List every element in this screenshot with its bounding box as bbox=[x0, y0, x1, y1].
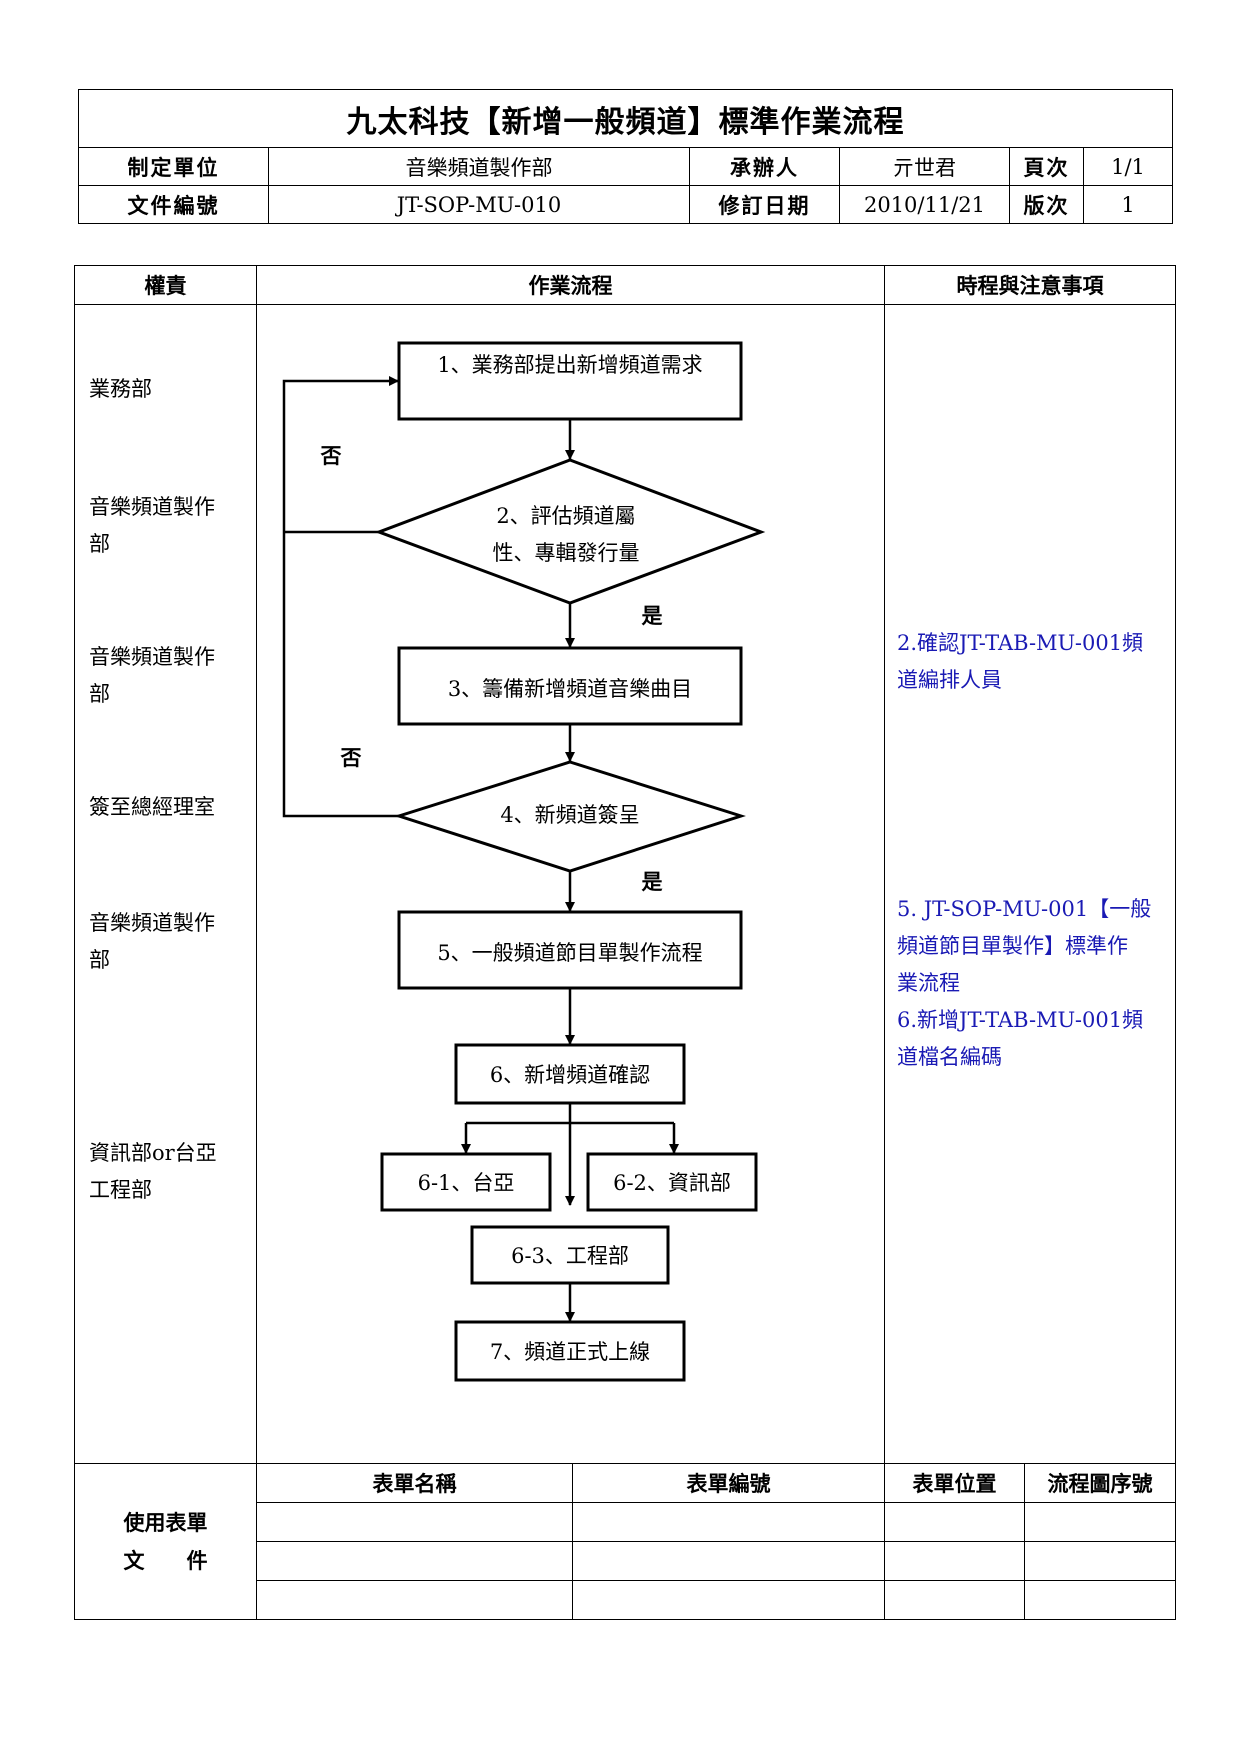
responsibility-6-line2: 工程部 bbox=[89, 1178, 152, 1202]
owner-label: 承辦人 bbox=[689, 147, 840, 186]
note-5-line1: 5. JT-SOP-MU-001【一般 bbox=[897, 897, 1152, 921]
form-cell bbox=[1024, 1580, 1176, 1620]
form-number-header: 表單編號 bbox=[572, 1463, 885, 1503]
form-name-header: 表單名稱 bbox=[256, 1463, 573, 1503]
rev-date-label: 修訂日期 bbox=[689, 185, 840, 224]
step7-box bbox=[454, 1320, 686, 1382]
form-flow-no-header: 流程圖序號 bbox=[1024, 1463, 1176, 1503]
note-2-line1: 2.確認JT-TAB-MU-001頻 bbox=[897, 631, 1144, 655]
step6-1-label: 6-1、台亞 bbox=[418, 1171, 515, 1195]
form-cell bbox=[572, 1580, 885, 1620]
form-cell bbox=[256, 1502, 573, 1542]
note-6: 6.新增JT-TAB-MU-001頻 道檔名編碼 bbox=[897, 1002, 1167, 1076]
forms-label-line1: 使用表單 bbox=[123, 1509, 208, 1535]
note-2: 2.確認JT-TAB-MU-001頻 道編排人員 bbox=[897, 625, 1167, 699]
step6-2-label: 6-2、資訊部 bbox=[613, 1171, 731, 1195]
page-label: 頁次 bbox=[1009, 147, 1084, 186]
responsibility-2-line2: 部 bbox=[89, 532, 110, 556]
step7-label: 7、頻道正式上線 bbox=[490, 1340, 650, 1364]
step1-box bbox=[397, 341, 743, 421]
no-label-2: 否 bbox=[341, 745, 362, 770]
responsibility-3-line2: 部 bbox=[89, 682, 110, 706]
responsibility-header: 權責 bbox=[74, 265, 257, 305]
form-cell bbox=[572, 1502, 885, 1542]
form-location-header: 表單位置 bbox=[884, 1463, 1025, 1503]
doc-no-label: 文件編號 bbox=[78, 185, 269, 224]
yes-label-2: 是 bbox=[642, 869, 663, 894]
form-cell bbox=[884, 1541, 1025, 1581]
page-value: 1/1 bbox=[1082, 147, 1174, 186]
step6-1-box bbox=[380, 1152, 552, 1212]
forms-label: 使用表單 文 件 bbox=[74, 1463, 257, 1620]
notes-header: 時程與注意事項 bbox=[884, 265, 1176, 305]
note-2-line2: 道編排人員 bbox=[897, 668, 1002, 692]
doc-no-value: JT-SOP-MU-010 bbox=[268, 185, 690, 224]
responsibility-4: 簽至總經理室 bbox=[89, 789, 215, 826]
responsibility-6-line1: 資訊部or台亞 bbox=[89, 1141, 217, 1165]
step2-diamond bbox=[374, 458, 766, 605]
step5-label: 5、一般頻道節目單製作流程 bbox=[437, 941, 702, 965]
responsibility-2: 音樂頻道製作 部 bbox=[89, 489, 215, 563]
form-cell bbox=[256, 1541, 573, 1581]
step1-label: 1、業務部提出新增頻道需求 bbox=[437, 353, 702, 377]
form-row bbox=[75, 1541, 1176, 1581]
responsibility-1: 業務部 bbox=[89, 371, 152, 408]
form-cell bbox=[884, 1580, 1025, 1620]
form-row bbox=[75, 1580, 1176, 1620]
responsibility-5: 音樂頻道製作 部 bbox=[89, 905, 215, 979]
note-5-line2: 頻道節目單製作】標準作 bbox=[897, 934, 1128, 958]
form-cell bbox=[572, 1541, 885, 1581]
dept-value: 音樂頻道製作部 bbox=[268, 147, 690, 186]
version-value: 1 bbox=[1082, 185, 1174, 224]
form-cell bbox=[1024, 1541, 1176, 1581]
responsibility-4-line: 簽至總經理室 bbox=[89, 795, 215, 819]
step2-label-line1: 2、評估頻道屬 bbox=[496, 504, 635, 528]
responsibility-3-line1: 音樂頻道製作 bbox=[89, 645, 215, 669]
step6-3-box bbox=[470, 1225, 670, 1285]
document-header: 九太科技【新增一般頻道】標準作業流程 制定單位 音樂頻道製作部 承辦人 亓世君 … bbox=[77, 89, 1174, 224]
responsibility-column: 業務部 音樂頻道製作 部 音樂頻道製作 部 簽至總經理室 音樂頻道製作 部 資訊… bbox=[74, 304, 257, 1464]
step2-label-line2: 性、專輯發行量 bbox=[493, 541, 640, 565]
form-cell bbox=[884, 1502, 1025, 1542]
step6-3-label: 6-3、工程部 bbox=[511, 1244, 629, 1268]
note-5-line3: 業流程 bbox=[897, 971, 960, 995]
step3-box bbox=[397, 646, 743, 726]
feedback-loop-4 bbox=[282, 376, 399, 818]
step3-label: 3、籌備新增頻道音樂曲目 bbox=[448, 677, 692, 701]
responsibility-6: 資訊部or台亞 工程部 bbox=[89, 1135, 217, 1209]
dept-label: 制定單位 bbox=[78, 147, 269, 186]
note-6-line1: 6.新增JT-TAB-MU-001頻 bbox=[897, 1008, 1144, 1032]
step5-box bbox=[397, 910, 743, 990]
rev-date-value: 2010/11/21 bbox=[839, 185, 1010, 224]
step6-label: 6、新增頻道確認 bbox=[490, 1063, 650, 1087]
responsibility-5-line1: 音樂頻道製作 bbox=[89, 911, 215, 935]
form-row bbox=[75, 1502, 1176, 1542]
yes-label-1: 是 bbox=[642, 603, 663, 628]
flowchart: 1、業務部提出新增頻道需求 2、評估頻道屬 性、專輯發行量 3、籌備新增頻道音樂… bbox=[282, 341, 766, 1382]
responsibility-1-line: 業務部 bbox=[89, 377, 152, 401]
version-label: 版次 bbox=[1009, 185, 1084, 224]
owner-value: 亓世君 bbox=[839, 147, 1010, 186]
step4-label: 4、新頻道簽呈 bbox=[500, 803, 639, 827]
flowchart-cell: 1、業務部提出新增頻道需求 2、評估頻道屬 性、專輯發行量 3、籌備新增頻道音樂… bbox=[256, 304, 885, 1464]
notes-column: 2.確認JT-TAB-MU-001頻 道編排人員 5. JT-SOP-MU-00… bbox=[884, 304, 1176, 1464]
document-title: 九太科技【新增一般頻道】標準作業流程 bbox=[77, 89, 1174, 148]
responsibility-2-line1: 音樂頻道製作 bbox=[89, 495, 215, 519]
form-cell bbox=[256, 1580, 573, 1620]
sop-flow-table: 權責 作業流程 時程與注意事項 業務部 音樂頻道製作 部 音樂頻道製作 部 簽至… bbox=[74, 265, 1176, 1620]
no-label-1: 否 bbox=[321, 443, 342, 468]
step6-2-box bbox=[586, 1152, 758, 1212]
note-5: 5. JT-SOP-MU-001【一般 頻道節目單製作】標準作 業流程 bbox=[897, 891, 1167, 1002]
form-cell bbox=[1024, 1502, 1176, 1542]
note-6-line2: 道檔名編碼 bbox=[897, 1045, 1002, 1069]
process-header: 作業流程 bbox=[256, 265, 885, 305]
responsibility-5-line2: 部 bbox=[89, 948, 110, 972]
forms-label-line2: 文 件 bbox=[123, 1547, 208, 1573]
responsibility-3: 音樂頻道製作 部 bbox=[89, 639, 215, 713]
